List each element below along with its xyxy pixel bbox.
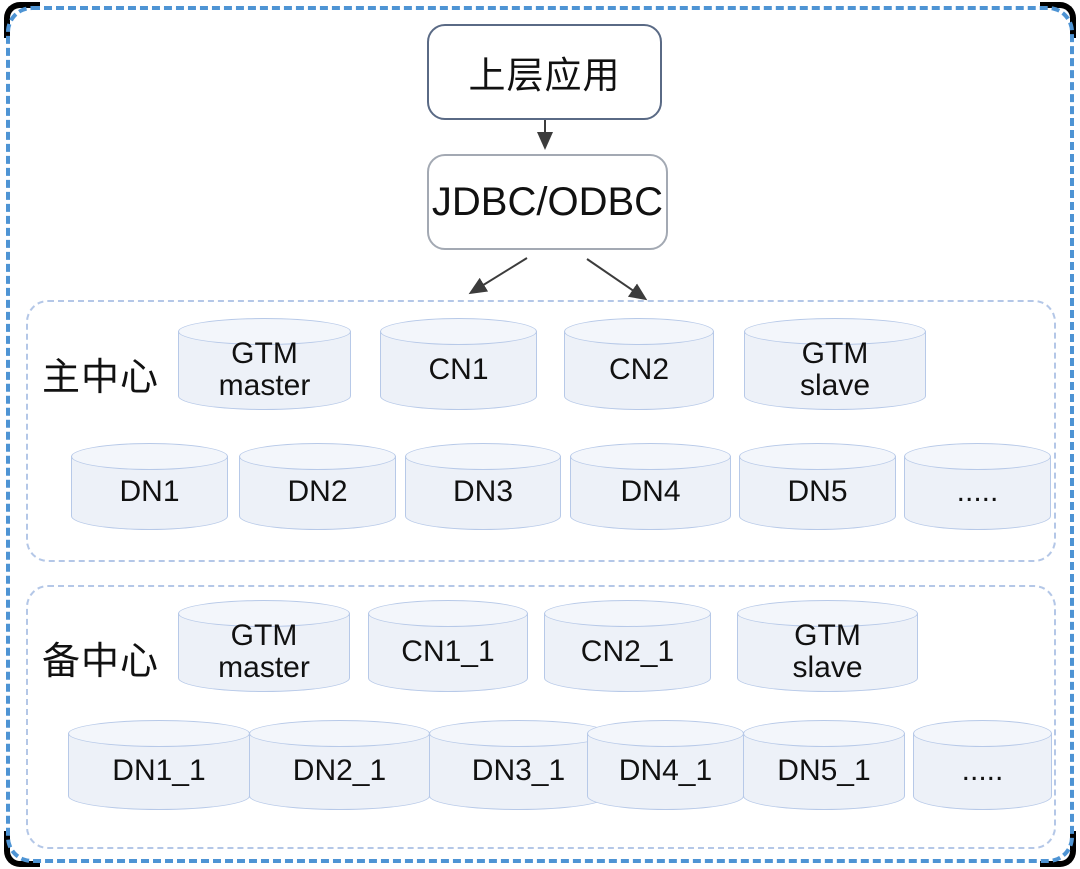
cylinder-top-ellipse — [743, 720, 905, 747]
cylinder-dn-more-primary: ..... — [904, 443, 1051, 530]
upper-application-label: 上层应用 — [468, 55, 621, 96]
cylinder-gtm-master-primary: GTM master — [178, 318, 351, 410]
cylinder-top-ellipse — [71, 443, 228, 470]
cylinder-top-ellipse — [544, 600, 711, 627]
cylinder-cn1: CN1 — [380, 318, 537, 410]
cylinder-gtm-slave-primary: GTM slave — [744, 318, 926, 410]
cylinder-top-ellipse — [368, 600, 528, 627]
node-label: CN2_1 — [580, 634, 675, 668]
cylinder-top-ellipse — [178, 318, 351, 345]
cylinder-gtm-slave-standby: GTM slave — [737, 600, 918, 692]
node-label: DN2 — [287, 475, 348, 509]
node-label: DN5_1 — [777, 753, 871, 787]
jdbc-odbc-label: JDBC/ODBC — [431, 179, 664, 224]
node-label: ..... — [956, 475, 999, 509]
upper-application-box: 上层应用 — [427, 24, 662, 120]
cylinder-dn5-1: DN5_1 — [743, 720, 905, 810]
cylinder-top-ellipse — [744, 318, 926, 345]
cylinder-top-ellipse — [380, 318, 537, 345]
corner-mark-top-left — [4, 2, 40, 38]
cylinder-cn2: CN2 — [564, 318, 714, 410]
jdbc-odbc-box: JDBC/ODBC — [427, 154, 668, 250]
cylinder-dn2-1: DN2_1 — [249, 720, 430, 810]
node-label: DN4_1 — [618, 753, 713, 787]
node-label: GTM slave — [792, 618, 863, 684]
cylinder-dn-more-standby: ..... — [913, 720, 1052, 810]
node-label: GTM master — [218, 336, 311, 402]
cylinder-top-ellipse — [913, 720, 1052, 747]
outer-dashed-frame — [6, 6, 1074, 863]
cylinder-top-ellipse — [405, 443, 561, 470]
corner-mark-top-right — [1040, 2, 1076, 38]
cylinder-top-ellipse — [249, 720, 430, 747]
cylinder-body — [380, 331, 537, 410]
cylinder-dn3: DN3 — [405, 443, 561, 530]
cylinder-body — [737, 613, 918, 692]
cylinder-top-ellipse — [68, 720, 250, 747]
cylinder-dn1: DN1 — [71, 443, 228, 530]
primary-cluster-label: 主中心 — [42, 357, 160, 399]
cylinder-top-ellipse — [739, 443, 896, 470]
node-label: CN2 — [608, 352, 669, 386]
corner-mark-bottom-right — [1040, 831, 1076, 867]
cylinder-top-ellipse — [239, 443, 396, 470]
cylinder-cn1-1: CN1_1 — [368, 600, 528, 692]
cylinder-dn5: DN5 — [739, 443, 896, 530]
node-label: CN1_1 — [401, 634, 495, 668]
cylinder-cn2-1: CN2_1 — [544, 600, 711, 692]
node-label: DN1 — [119, 475, 180, 509]
node-label: DN2_1 — [292, 753, 387, 787]
cylinder-dn1-1: DN1_1 — [68, 720, 250, 810]
node-label: ..... — [961, 753, 1004, 787]
corner-mark-bottom-left — [4, 831, 40, 867]
cylinder-dn4: DN4 — [570, 443, 731, 530]
node-label: DN3 — [452, 475, 513, 509]
cylinder-top-ellipse — [429, 720, 608, 747]
cylinder-gtm-master-standby: GTM master — [178, 600, 350, 692]
cylinder-top-ellipse — [737, 600, 918, 627]
cylinder-dn4-1: DN4_1 — [587, 720, 744, 810]
node-label: DN4 — [620, 475, 681, 509]
node-label: GTM slave — [799, 336, 871, 402]
node-label: DN5 — [787, 475, 848, 509]
node-label: DN1_1 — [112, 753, 206, 787]
cylinder-top-ellipse — [178, 600, 350, 627]
standby-cluster-label: 备中心 — [42, 641, 160, 683]
cylinder-top-ellipse — [570, 443, 731, 470]
cylinder-top-ellipse — [564, 318, 714, 345]
cylinder-dn2: DN2 — [239, 443, 396, 530]
node-label: DN3_1 — [471, 753, 566, 787]
node-label: CN1 — [428, 352, 489, 386]
cylinder-dn3-1: DN3_1 — [429, 720, 608, 810]
cylinder-top-ellipse — [904, 443, 1051, 470]
node-label: GTM master — [218, 618, 310, 684]
